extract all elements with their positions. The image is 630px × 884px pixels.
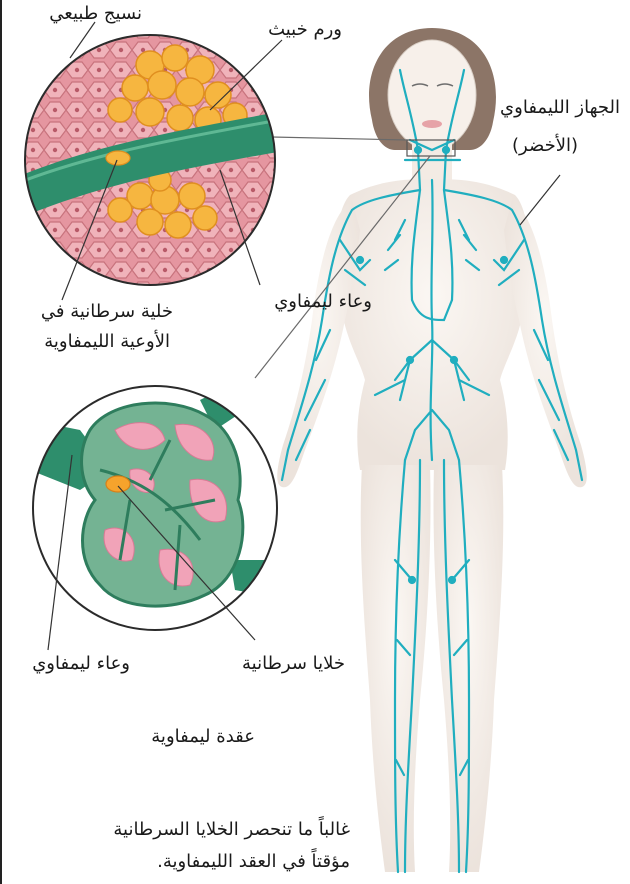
lymphatic-network [282,70,582,872]
label-malignant-tumor: ورم خبيث [268,18,342,42]
label-cancer-cell-line1: خلية سرطانية في [41,300,173,324]
cancer-cells-cluster [106,476,130,492]
label-cancer-cells: خلايا سرطانية [242,652,345,676]
label-lymphatic-system-green: (الأخضر) [512,134,578,158]
face [388,40,476,150]
label-lymph-vessel-top: وعاء ليمفاوي [274,290,372,314]
label-lymph-node: عقدة ليمفاوية [151,725,255,749]
label-normal-tissue: نسيج طبيعي [49,2,142,26]
cancer-cell-in-vessel [106,151,130,165]
caption-line1: غالباً ما تنحصر الخلايا السرطانية [113,818,350,842]
label-lymph-vessel-bottom: وعاء ليمفاوي [32,652,130,676]
label-lymphatic-system: الجهاز الليمفاوي [500,96,620,120]
label-cancer-cell-line2: الأوعية الليمفاوية [44,330,170,354]
lymph-node-magnification [30,380,290,640]
caption-line2: مؤقتاً في العقد الليمفاوية. [157,850,350,874]
